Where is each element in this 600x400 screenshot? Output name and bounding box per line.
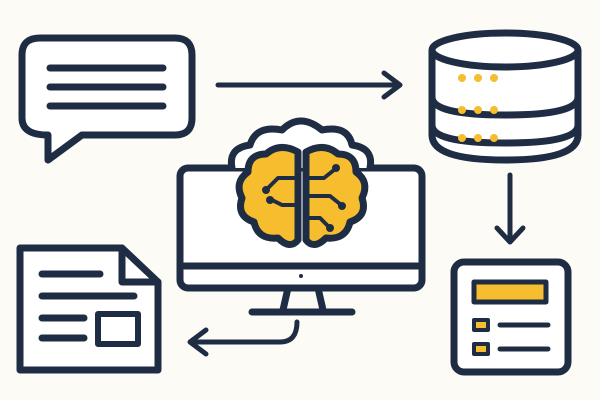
- dashboard-bullet-2: [472, 342, 490, 356]
- database-divider-1: [428, 96, 582, 119]
- document-icon: [16, 244, 162, 374]
- arrow-computer-to-document: [187, 319, 300, 357]
- monitor-power-dot: [299, 274, 303, 278]
- dashboard-header-bar: [471, 279, 549, 305]
- brain-circuit-nodes: [262, 164, 346, 232]
- document-outline: [16, 244, 162, 374]
- database-top: [428, 29, 582, 71]
- dashboard-frame: [450, 258, 572, 376]
- arrow-chat-to-database: [215, 70, 403, 100]
- arrow-database-to-report: [494, 172, 526, 245]
- document-image-box: [95, 311, 141, 347]
- database-body: [428, 50, 582, 164]
- document-folded-corner: [118, 244, 162, 286]
- speech-bubble-icon: [18, 34, 196, 164]
- database-dots: [458, 74, 498, 142]
- dashboard-icon: [450, 258, 572, 376]
- brain-circuits: [266, 168, 342, 228]
- database-icon: [428, 29, 582, 164]
- brain-monitor-icon: [176, 117, 426, 316]
- dashboard-bullet-1: [472, 318, 490, 332]
- monitor-neck: [279, 284, 327, 314]
- brain-left-hemisphere: [235, 144, 302, 248]
- brain-icon: [235, 144, 369, 248]
- speech-bubble-outline: [18, 34, 196, 164]
- database-divider-2: [428, 124, 582, 147]
